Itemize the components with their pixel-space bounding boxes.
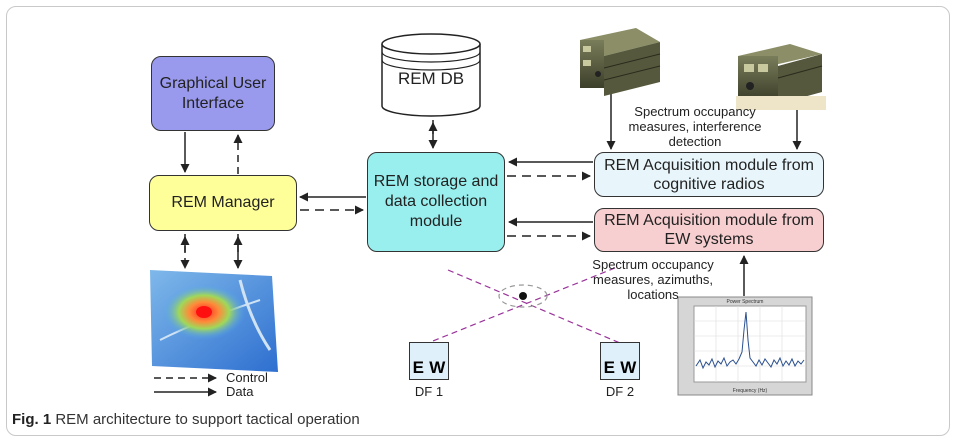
df2-station: E W (600, 342, 640, 380)
legend-control-label: Control (226, 370, 268, 385)
rem-db-cylinder (381, 33, 481, 117)
radios-measures-label: Spectrum occupancy measures, interferenc… (628, 104, 762, 149)
emitter-location-dot (519, 292, 527, 300)
df2-label: DF 2 (605, 384, 635, 399)
df2-bearing-line (447, 269, 621, 344)
df1-left-letter: E (412, 358, 424, 377)
cognitive-radio-image-2 (736, 44, 826, 110)
df1-bearing-line (427, 267, 616, 344)
rem-heatmap-image (150, 270, 278, 372)
figure-caption-text: REM architecture to support tactical ope… (55, 411, 360, 428)
legend-data-label: Data (226, 384, 254, 399)
figure-number: Fig. 1 (12, 411, 52, 428)
df1-label: DF 1 (414, 384, 444, 399)
cognitive-radio-image-1 (580, 28, 661, 96)
spectrum-xlabel: Frequency (Hz) (733, 388, 768, 394)
rem-db-label: REM DB (397, 69, 465, 88)
rem-storage-box: REM storage and data collection module (367, 152, 505, 252)
acq-radios-box: REM Acquisition module from cognitive ra… (594, 152, 824, 197)
ew-measures-label: Spectrum occupancy measures, azimuths, l… (592, 257, 714, 302)
gui-box: Graphical User Interface (151, 56, 275, 131)
df2-right-letter: W (620, 358, 637, 377)
df1-right-letter: W (429, 358, 446, 377)
acq-ew-box: REM Acquisition module from EW systems (594, 208, 824, 252)
power-spectrum-plot: Power Spectrum Frequency (Hz) (677, 296, 813, 396)
spectrum-title: Power Spectrum (727, 299, 764, 305)
df1-station: E W (409, 342, 449, 380)
location-ellipse (498, 284, 548, 308)
rem-manager-box: REM Manager (149, 175, 297, 231)
figure-caption: Fig. 1 REM architecture to support tacti… (12, 411, 360, 428)
df2-left-letter: E (603, 358, 615, 377)
